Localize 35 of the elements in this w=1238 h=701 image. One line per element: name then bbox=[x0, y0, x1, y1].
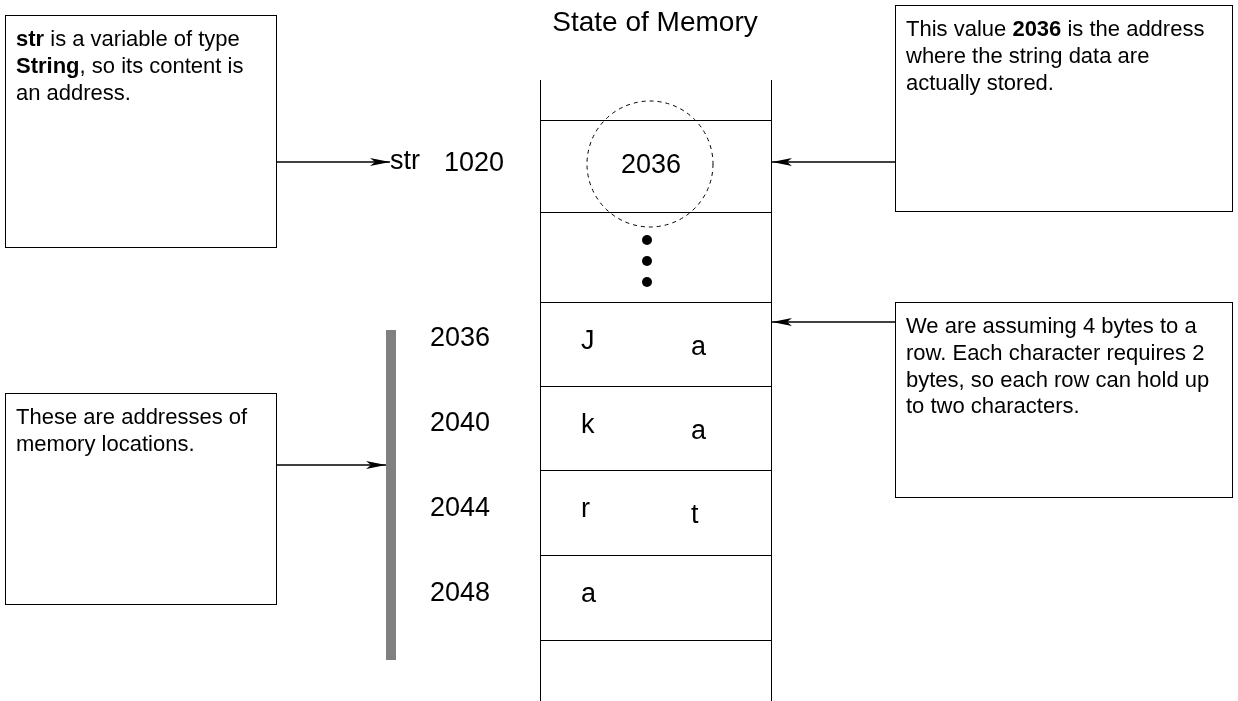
address-label: 2040 bbox=[430, 407, 491, 438]
arrow bbox=[276, 158, 391, 166]
callout-box bbox=[895, 302, 1233, 498]
title: State of Memory bbox=[551, 6, 759, 39]
cell-value: 2036 bbox=[621, 149, 682, 180]
callout-box bbox=[5, 15, 277, 248]
cell-character: r bbox=[581, 493, 590, 524]
memory-row bbox=[540, 640, 772, 701]
callout-box bbox=[895, 5, 1233, 212]
address-label: 1020 bbox=[444, 147, 505, 178]
callout-text: We are assuming 4 bytes to a row. Each character requires 2 bytes, so each row can hold up to two characters. bbox=[906, 313, 1211, 421]
arrow bbox=[276, 461, 387, 469]
address-label: 2036 bbox=[430, 322, 491, 353]
callout-text: str is a variable of type String, so its content is an address. bbox=[16, 26, 245, 107]
cell-character: a bbox=[691, 415, 707, 446]
variable-name: str bbox=[390, 145, 435, 180]
memory-row bbox=[540, 555, 772, 640]
cell-character: a bbox=[581, 578, 597, 609]
callout-text: This value 2036 is the address where the string data are actually stored. bbox=[906, 16, 1206, 97]
address-label: 2044 bbox=[430, 492, 491, 523]
cell-character: k bbox=[581, 409, 595, 440]
arrow bbox=[771, 318, 896, 326]
address-label: 2048 bbox=[430, 577, 491, 608]
memory-row bbox=[540, 212, 772, 302]
callout-text: These are addresses of memory locations. bbox=[16, 404, 249, 458]
cell-character: a bbox=[691, 331, 707, 362]
arrow bbox=[771, 158, 896, 166]
cell-character: J bbox=[581, 325, 595, 356]
cell-character: t bbox=[691, 499, 699, 530]
memory-row bbox=[540, 302, 772, 386]
memory-row bbox=[540, 386, 772, 470]
callout-box bbox=[5, 393, 277, 605]
memory-row bbox=[540, 80, 772, 120]
bracket-bar bbox=[386, 330, 396, 660]
memory-row bbox=[540, 470, 772, 555]
